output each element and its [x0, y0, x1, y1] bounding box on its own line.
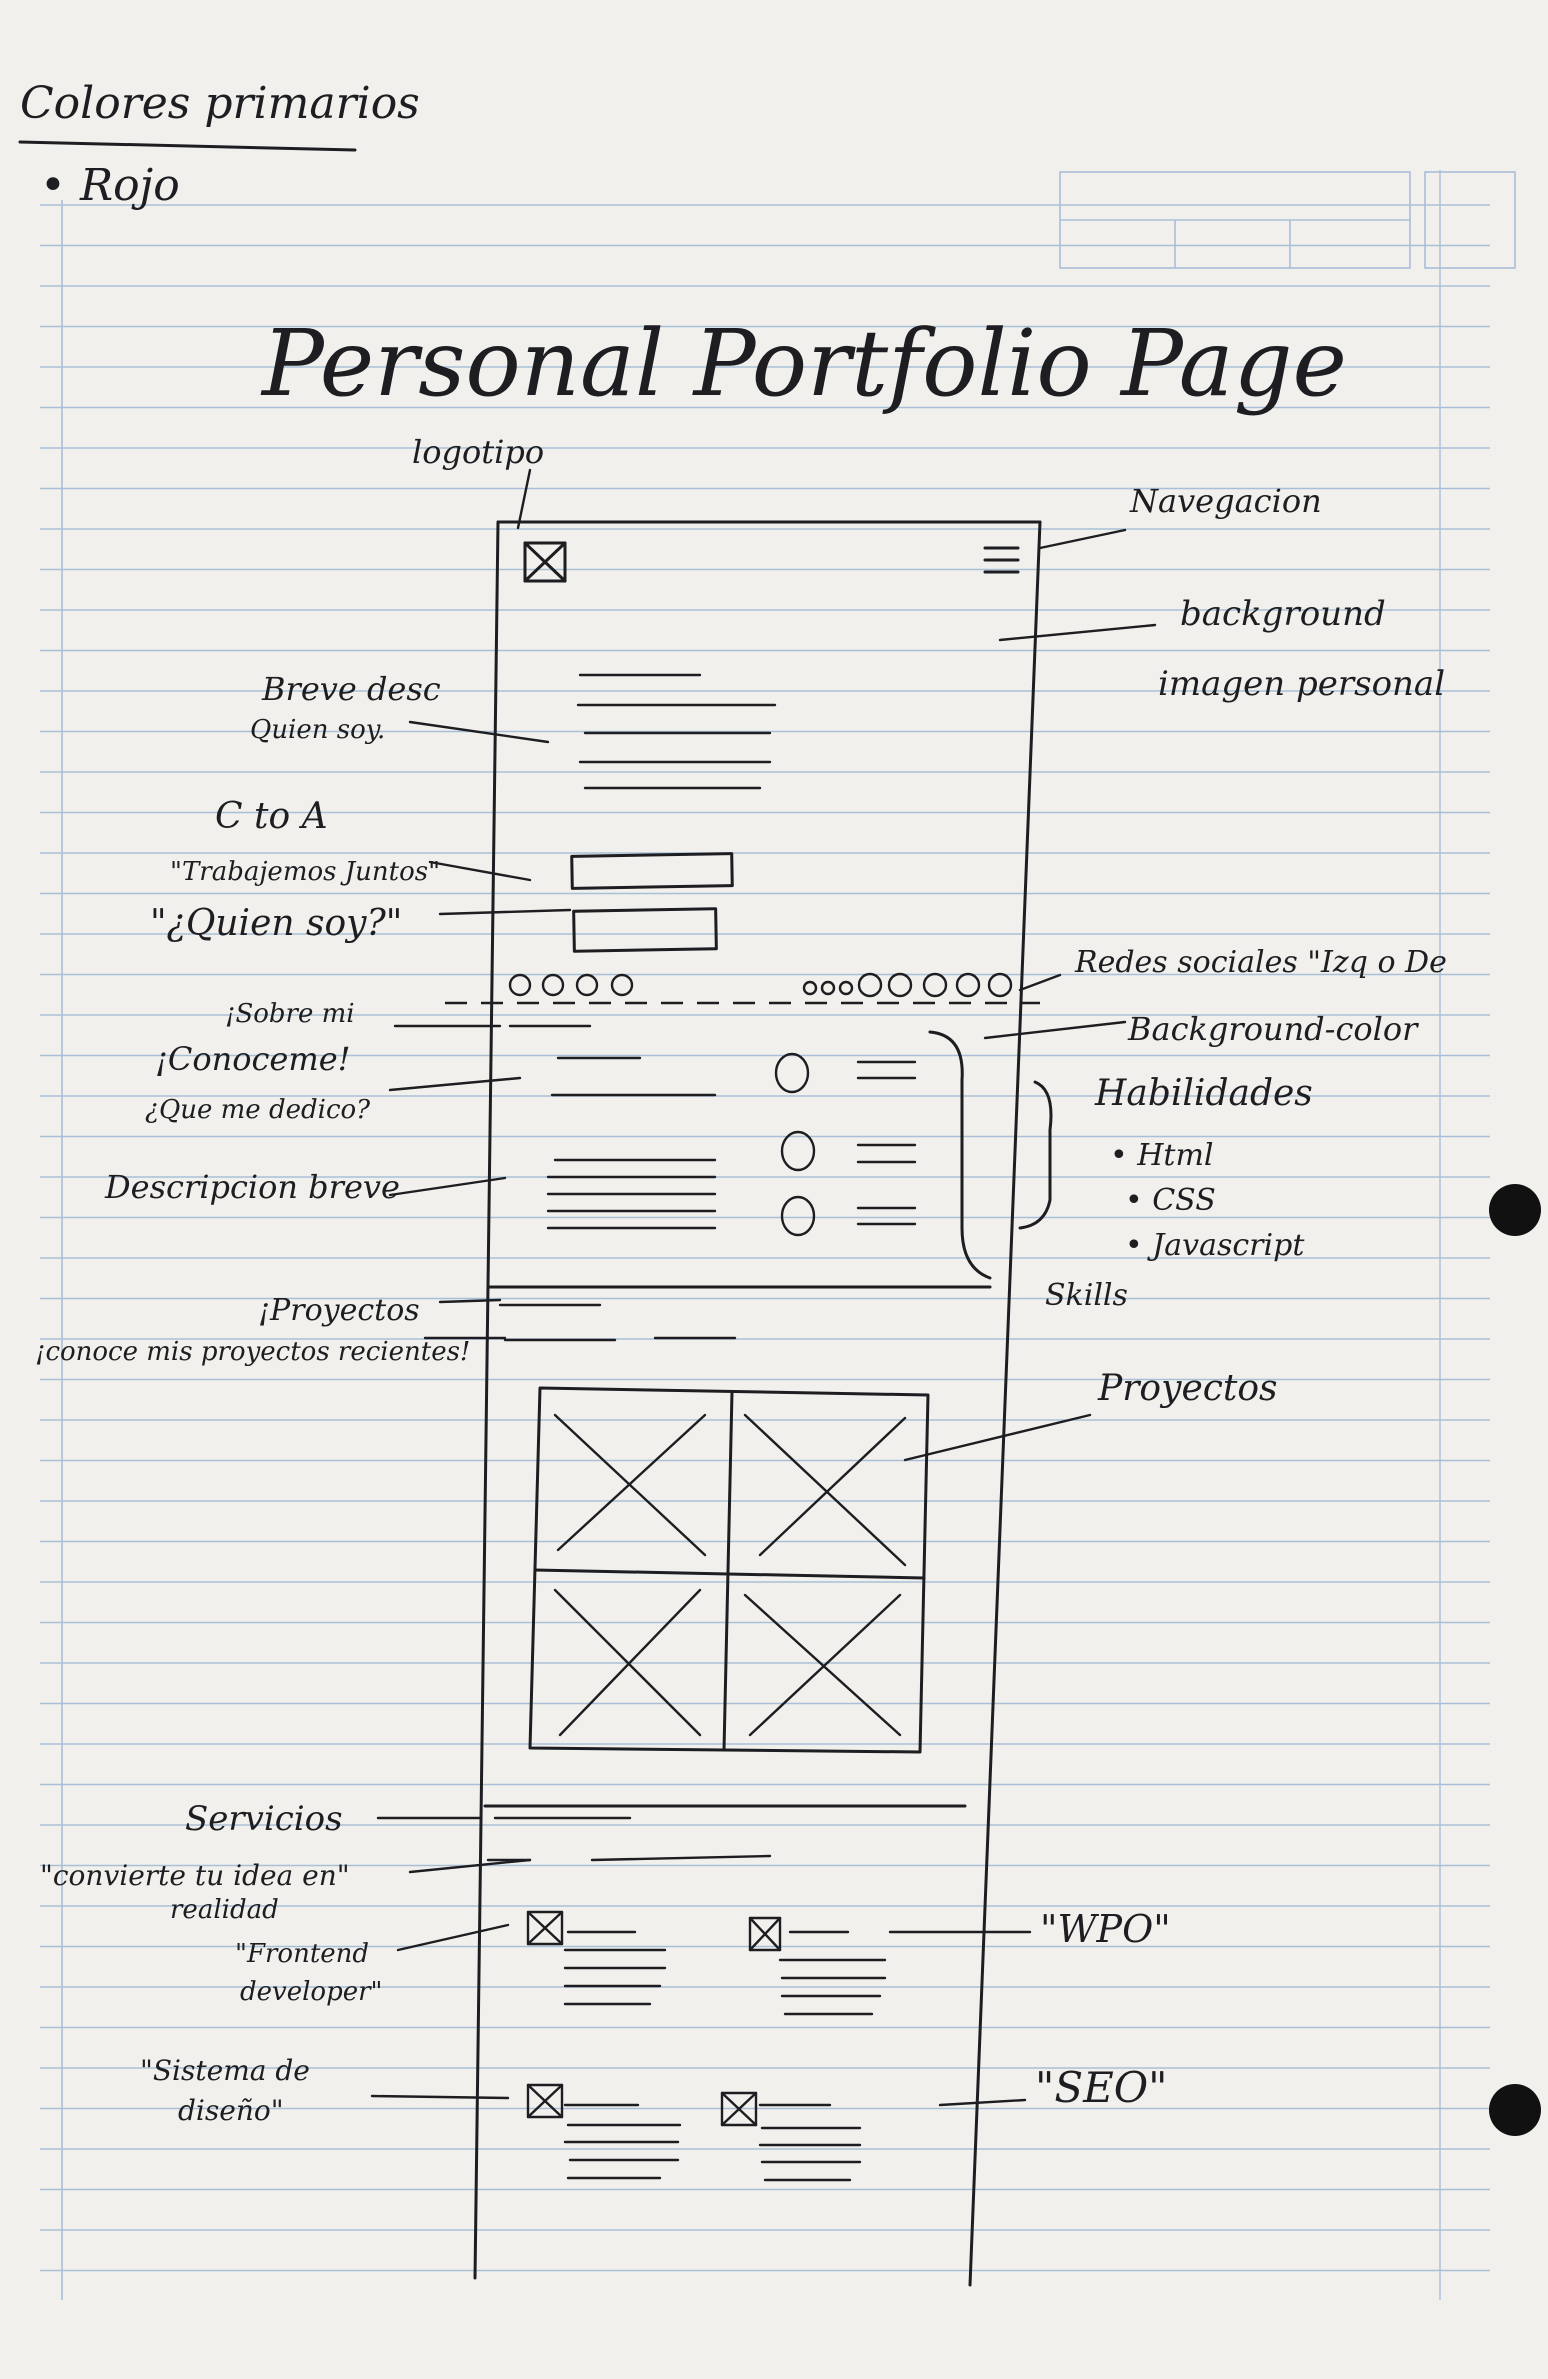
- about-text-lines: [508, 1024, 717, 1230]
- label-developer: developer": [240, 1977, 383, 2007]
- label-projects: ¡Proyectos: [258, 1293, 420, 1328]
- label-about-me: ¡Sobre mi: [225, 999, 355, 1029]
- label-what-i-do: ¿Que me dedico?: [145, 1095, 371, 1125]
- label-projects-right: Proyectos: [1097, 1368, 1278, 1409]
- label-design-system: "Sistema de: [140, 2054, 310, 2087]
- header-boxes: [1059, 171, 1516, 269]
- label-nav: Navegacion: [1129, 482, 1322, 520]
- label-skills: Skills: [1045, 1278, 1128, 1313]
- social-circles: [508, 972, 1013, 998]
- label-who-am-i: Quien soy.: [250, 715, 385, 745]
- cta-buttons: [570, 852, 734, 953]
- label-cta: C to A: [215, 796, 328, 837]
- label-background-color: Background-color: [1127, 1010, 1419, 1048]
- skill-rows: [774, 1052, 917, 1237]
- label-seo: "SEO": [1035, 2063, 1168, 2112]
- page-title: Personal Portfolio Page: [260, 310, 1347, 417]
- annotations: logotipo Navegacion background imagen pe…: [35, 433, 1447, 2127]
- label-skill-html: • Html: [1110, 1138, 1214, 1173]
- logo-placeholder-icon: [523, 541, 567, 583]
- project-image-placeholder-icon: [553, 1413, 907, 1737]
- label-skill-css: • CSS: [1125, 1183, 1216, 1218]
- label-social: Redes sociales "Izq o De: [1074, 945, 1447, 980]
- skills-bracket: [928, 1030, 992, 1280]
- label-brief-desc: Breve desc: [261, 670, 441, 708]
- label-skill-js: • Javascript: [1125, 1228, 1305, 1263]
- label-recent-projects: ¡conoce mis proyectos recientes!: [35, 1337, 470, 1367]
- colors-title: Colores primarios: [20, 78, 420, 129]
- punch-hole-top: [1489, 1184, 1541, 1236]
- label-know-me: ¡Conoceme!: [155, 1040, 350, 1078]
- colors-title-underline: [18, 140, 357, 152]
- label-logo: logotipo: [412, 433, 544, 471]
- wireframe-frame: [473, 520, 1042, 2287]
- projects-title-lines: [498, 1303, 737, 1342]
- label-brief-description: Descripcion breve: [104, 1168, 400, 1206]
- projects-grid: [528, 1386, 930, 1754]
- abilities-brace: [1018, 1080, 1053, 1230]
- label-abilities: Habilidades: [1094, 1073, 1313, 1114]
- label-wpo: "WPO": [1040, 1907, 1171, 1951]
- ruled-lines: [40, 204, 1490, 2272]
- label-reality: realidad: [170, 1895, 279, 1925]
- label-personal-image: imagen personal: [1158, 664, 1445, 704]
- hero-text-lines: [576, 673, 777, 790]
- annotation-leader-lines: [370, 468, 1157, 2107]
- label-frontend: "Frontend: [235, 1939, 369, 1969]
- label-cta-who-am-i: "¿Quien soy?": [150, 903, 402, 944]
- label-design: diseño": [178, 2094, 284, 2127]
- service-item-icons: [526, 1910, 782, 2127]
- label-cta-work-together: "Trabajemos Juntos": [170, 857, 440, 887]
- hamburger-menu-icon: [983, 546, 1020, 574]
- label-services: Servicios: [185, 1799, 343, 1839]
- service-item-text-lines: [563, 1930, 887, 2182]
- colors-item: • Rojo: [40, 160, 180, 211]
- punch-hole-bottom: [1489, 2084, 1541, 2136]
- label-idea-reality: "convierte tu idea en": [40, 1859, 350, 1892]
- label-background: background: [1180, 594, 1386, 634]
